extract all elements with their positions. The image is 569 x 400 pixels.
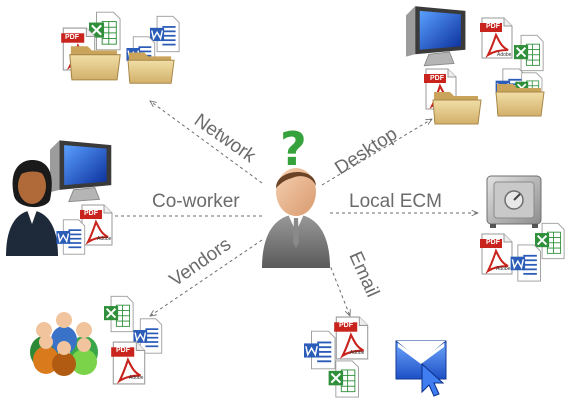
pdf-document-icon: PDF xyxy=(424,68,457,110)
coworker-source: PDF Adobe xyxy=(6,139,113,256)
pdf-label: PDF xyxy=(84,210,99,217)
people-group-icon xyxy=(30,312,98,376)
excel-document-icon xyxy=(104,295,134,333)
pdf-label: PDF xyxy=(65,34,80,41)
pdf-document-icon: PDF Adobe xyxy=(111,341,146,385)
label-email: Email xyxy=(344,248,383,300)
vendors-source: PDF Adobe xyxy=(30,295,163,385)
label-local-ecm: Local ECM xyxy=(349,191,442,212)
pdf-label: PDF xyxy=(339,322,354,329)
computer-monitor-icon xyxy=(405,5,466,67)
folder-icon xyxy=(69,45,121,81)
pdf-label: PDF xyxy=(430,75,445,82)
label-coworker: Co-worker xyxy=(152,191,240,212)
label-vendors: Vendors xyxy=(166,234,235,291)
central-person-icon xyxy=(262,168,330,268)
folder-icon xyxy=(127,52,175,84)
adobe-label: Adobe xyxy=(129,375,144,381)
safe-icon xyxy=(486,175,542,228)
arrow-vendors xyxy=(150,239,263,316)
woman-person-icon xyxy=(6,160,58,256)
desktop-documents: PDF Adobe PDF xyxy=(405,5,545,125)
local-ecm-source: PDF Adobe xyxy=(480,175,565,282)
pdf-document-icon: PDF Adobe xyxy=(480,17,513,59)
email-source: PDF Adobe xyxy=(304,316,447,398)
word-document-icon xyxy=(56,219,86,255)
arrow-network xyxy=(150,101,263,184)
folder-icon xyxy=(432,91,482,125)
pdf-document-icon: PDF xyxy=(61,27,96,71)
excel-document-icon xyxy=(514,34,544,72)
word-document-icon xyxy=(304,330,336,370)
word-document-icon xyxy=(510,244,542,282)
pdf-label: PDF xyxy=(116,347,131,354)
pdf-document-icon: PDF Adobe xyxy=(334,316,369,360)
question-mark: ? xyxy=(280,122,307,176)
cursor-icon xyxy=(421,362,445,397)
computer-monitor-icon xyxy=(49,139,112,203)
label-desktop: Desktop xyxy=(331,124,401,180)
pdf-label: PDF xyxy=(486,23,501,30)
pdf-document-icon: PDF Adobe xyxy=(80,204,113,246)
network-documents: PDF xyxy=(61,11,180,84)
pdf-document-icon: PDF Adobe xyxy=(480,233,513,275)
pdf-label: PDF xyxy=(486,239,501,246)
adobe-label: Adobe xyxy=(497,52,512,58)
folder-icon xyxy=(495,83,545,117)
email-envelope-icon xyxy=(395,340,447,380)
adobe-label: Adobe xyxy=(350,350,365,356)
label-network: Network xyxy=(190,110,260,167)
adobe-label: Adobe xyxy=(496,266,511,272)
adobe-label: Adobe xyxy=(97,236,112,242)
